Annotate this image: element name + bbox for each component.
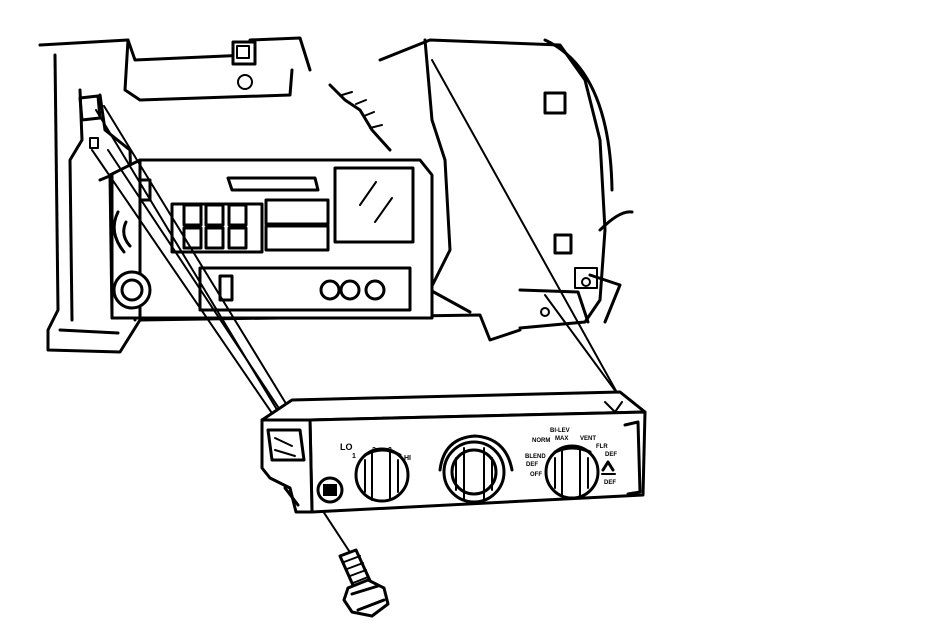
mode-label-floor: FLR — [596, 444, 608, 450]
mode-label-vent: VENT — [580, 436, 596, 442]
mode-label-norm: NORM — [532, 438, 550, 444]
mode-label-defrost: DEF — [604, 480, 616, 486]
mode-label-bi-level: BI-LEV — [550, 428, 570, 434]
alignment-lines — [91, 59, 623, 561]
mode-label-blend: BLEND — [525, 454, 546, 460]
mode-label-defog: DEF — [526, 462, 538, 468]
retaining-screw — [338, 548, 390, 618]
mode-knob[interactable] — [544, 444, 600, 500]
radio-receiver — [98, 158, 434, 320]
temperature-knob[interactable] — [438, 434, 514, 504]
fan-speed-knob[interactable] — [354, 447, 410, 503]
defrost-icon — [601, 460, 615, 472]
fan-label-lo: LO — [340, 442, 353, 452]
hvac-control-head — [260, 390, 647, 514]
fan-label-3: 3 — [388, 447, 392, 454]
fan-label-hi: HI — [404, 455, 411, 462]
mode-label-max: MAX — [555, 436, 568, 442]
fan-label-1: 1 — [352, 453, 356, 460]
fan-label-2: 2 — [372, 447, 376, 454]
control-labels: LO 1 2 3 HI BI-LEV VENT MAX NORM FLR BLE… — [340, 428, 617, 486]
dashboard-frame — [38, 36, 634, 354]
mode-label-defrost-upper: DEF — [605, 452, 617, 458]
mode-label-off: OFF — [530, 472, 542, 478]
